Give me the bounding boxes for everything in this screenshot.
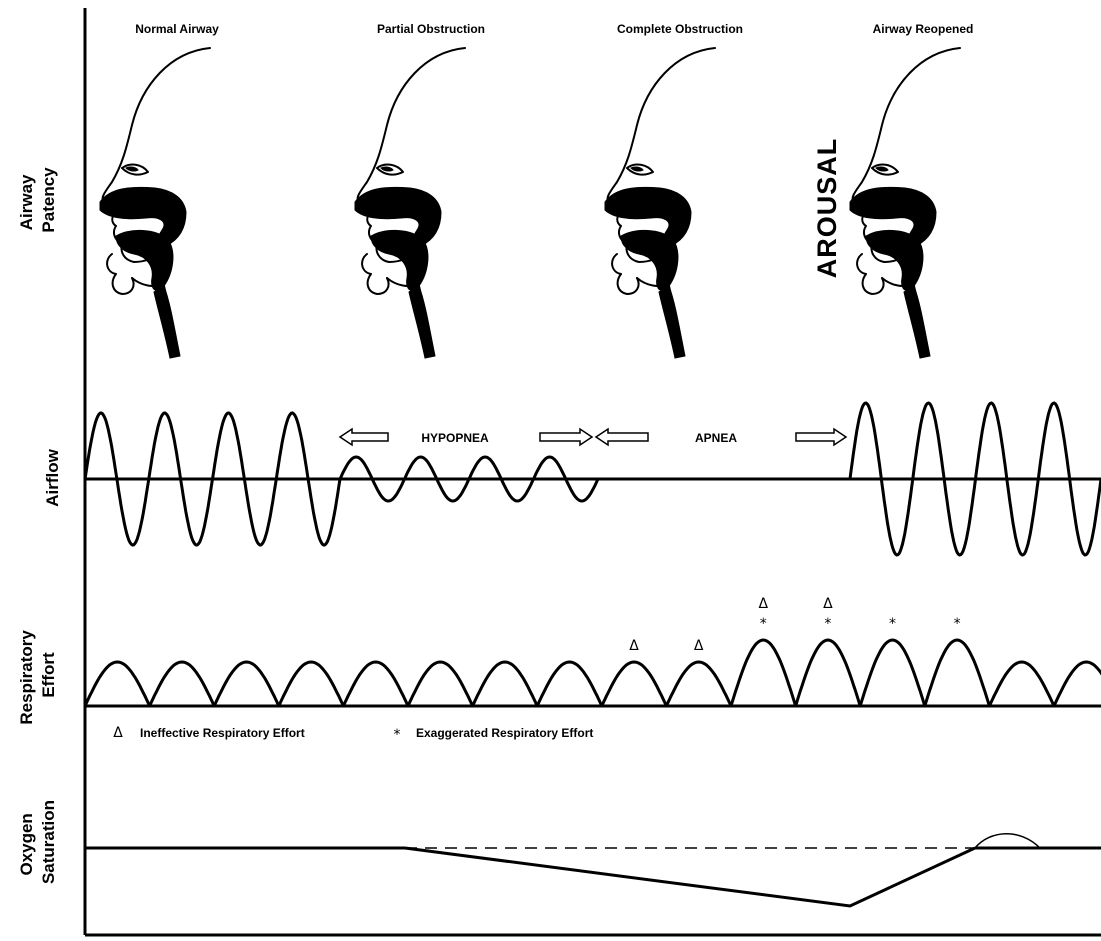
effort-cycle-2 (150, 662, 215, 706)
oxygen-overshoot-bump (975, 834, 1040, 848)
ineffective-effort-marker: Δ (694, 638, 704, 654)
effort-cycle-9 (602, 662, 667, 706)
exaggerated-effort-marker: * (824, 616, 831, 632)
effort-cycle-14 (925, 640, 990, 706)
legend-ineffective-symbol: Δ (113, 725, 123, 741)
stage-title-reopened: Airway Reopened (873, 22, 974, 36)
head-normal-airway (100, 48, 210, 358)
head-partial-obstruction (355, 48, 465, 358)
effort-cycle-10 (666, 662, 731, 706)
legend-exaggerated-label: Exaggerated Respiratory Effort (416, 726, 593, 740)
apnea-left-arrow (596, 429, 648, 445)
apnea-label: APNEA (695, 431, 737, 445)
effort-cycle-7 (473, 662, 538, 706)
stage-title-normal: Normal Airway (135, 22, 219, 36)
hypopnea-left-arrow (340, 429, 388, 445)
ineffective-effort-marker: Δ (759, 596, 769, 612)
effort-cycle-12 (796, 640, 861, 706)
ineffective-effort-marker: Δ (823, 596, 833, 612)
row-label-patency: Airway Patency (17, 167, 58, 233)
row-label-patency-line2: Patency (39, 167, 58, 233)
row-label-oxygen: Oxygen Saturation (17, 800, 58, 884)
row-label-effort-line1: Respiratory (17, 630, 36, 725)
apnea-marker: APNEA (596, 429, 846, 445)
row-label-airflow: Airflow (43, 448, 62, 506)
effort-cycle-15 (989, 662, 1054, 706)
apnea-right-arrow (796, 429, 846, 445)
legend-ineffective-label: Ineffective Respiratory Effort (140, 726, 305, 740)
exaggerated-effort-marker: * (760, 616, 767, 632)
effort-cycle-16 (1054, 662, 1101, 706)
row-label-oxygen-line1: Oxygen (17, 813, 36, 875)
row-label-effort-line2: Effort (39, 652, 58, 698)
effort-cycle-4 (279, 662, 344, 706)
hypopnea-label: HYPOPNEA (421, 431, 489, 445)
row-label-patency-line1: Airway (17, 174, 36, 230)
effort-cycle-6 (408, 662, 473, 706)
stage-title-partial: Partial Obstruction (377, 22, 485, 36)
effort-markers: Δ Δ Δ * Δ * * * (629, 596, 960, 654)
exaggerated-effort-marker: * (889, 616, 896, 632)
effort-cycle-1 (85, 662, 150, 706)
effort-cycle-13 (860, 640, 925, 706)
hypopnea-right-arrow (540, 429, 592, 445)
effort-waveform (85, 640, 1101, 706)
legend-exaggerated-symbol: * (394, 727, 401, 743)
head-airway-reopened (850, 48, 960, 358)
oxygen-saturation-trace (85, 834, 1101, 906)
arousal-label: AROUSAL (812, 138, 842, 279)
row-label-effort: Respiratory Effort (17, 625, 58, 724)
stage-title-complete: Complete Obstruction (617, 22, 743, 36)
ineffective-effort-marker: Δ (629, 638, 639, 654)
exaggerated-effort-marker: * (954, 616, 961, 632)
row-label-oxygen-line2: Saturation (39, 800, 58, 884)
effort-cycle-5 (343, 662, 408, 706)
effort-cycle-8 (537, 662, 602, 706)
head-complete-obstruction (605, 48, 715, 358)
effort-cycle-11 (731, 640, 796, 706)
effort-cycle-3 (214, 662, 279, 706)
hypopnea-marker: HYPOPNEA (340, 429, 592, 445)
oxygen-desaturation-line (405, 848, 975, 906)
